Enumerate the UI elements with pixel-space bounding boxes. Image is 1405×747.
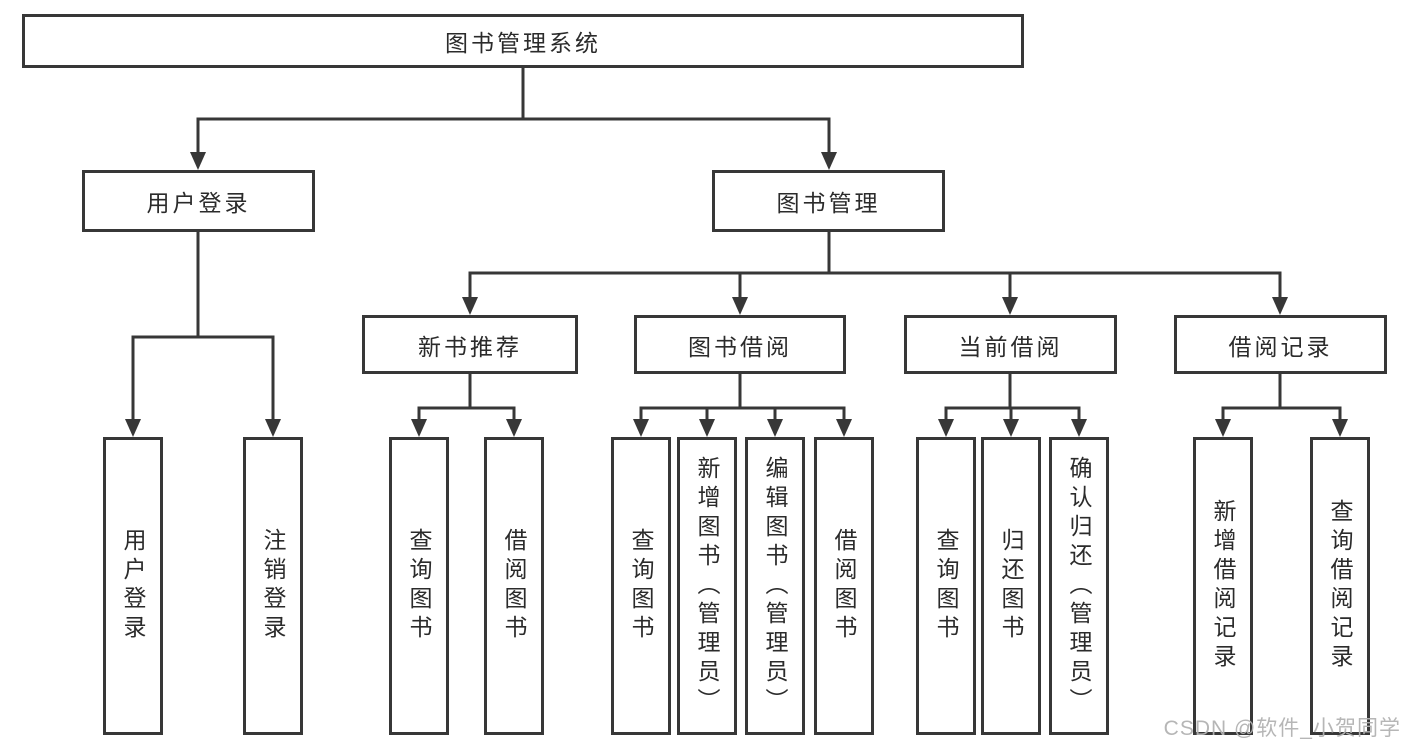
leaf-query-borrow-record: 查询借阅记录 [1310,437,1370,735]
leaf-borrow-books: 借阅图书 [814,437,874,735]
node-book-borrow: 图书借阅 [634,315,846,374]
leaf-add-borrow-record: 新增借阅记录 [1193,437,1253,735]
leaf-confirm-return-admin: 确认归还（管理员） [1049,437,1109,735]
node-current-borrow: 当前借阅 [904,315,1117,374]
node-borrow-records: 借阅记录 [1174,315,1387,374]
leaf-query-books-borrow: 查询图书 [611,437,671,735]
node-new-book-recommend: 新书推荐 [362,315,578,374]
leaf-borrow-books-recommend: 借阅图书 [484,437,544,735]
leaf-query-books-current: 查询图书 [916,437,976,735]
csdn-watermark: CSDN @软件_小贺同学 [1163,717,1401,740]
leaf-edit-book-admin: 编辑图书（管理员） [745,437,805,735]
node-library-management-system: 图书管理系统 [22,14,1024,68]
leaf-logout: 注销登录 [243,437,303,735]
node-book-management-branch: 图书管理 [712,170,945,232]
leaf-return-books: 归还图书 [981,437,1041,735]
node-user-login-branch: 用户登录 [82,170,315,232]
arrowheads [125,152,1348,437]
leaf-user-login: 用户登录 [103,437,163,735]
leaf-query-books-recommend: 查询图书 [389,437,449,735]
leaf-add-book-admin: 新增图书（管理员） [677,437,737,735]
